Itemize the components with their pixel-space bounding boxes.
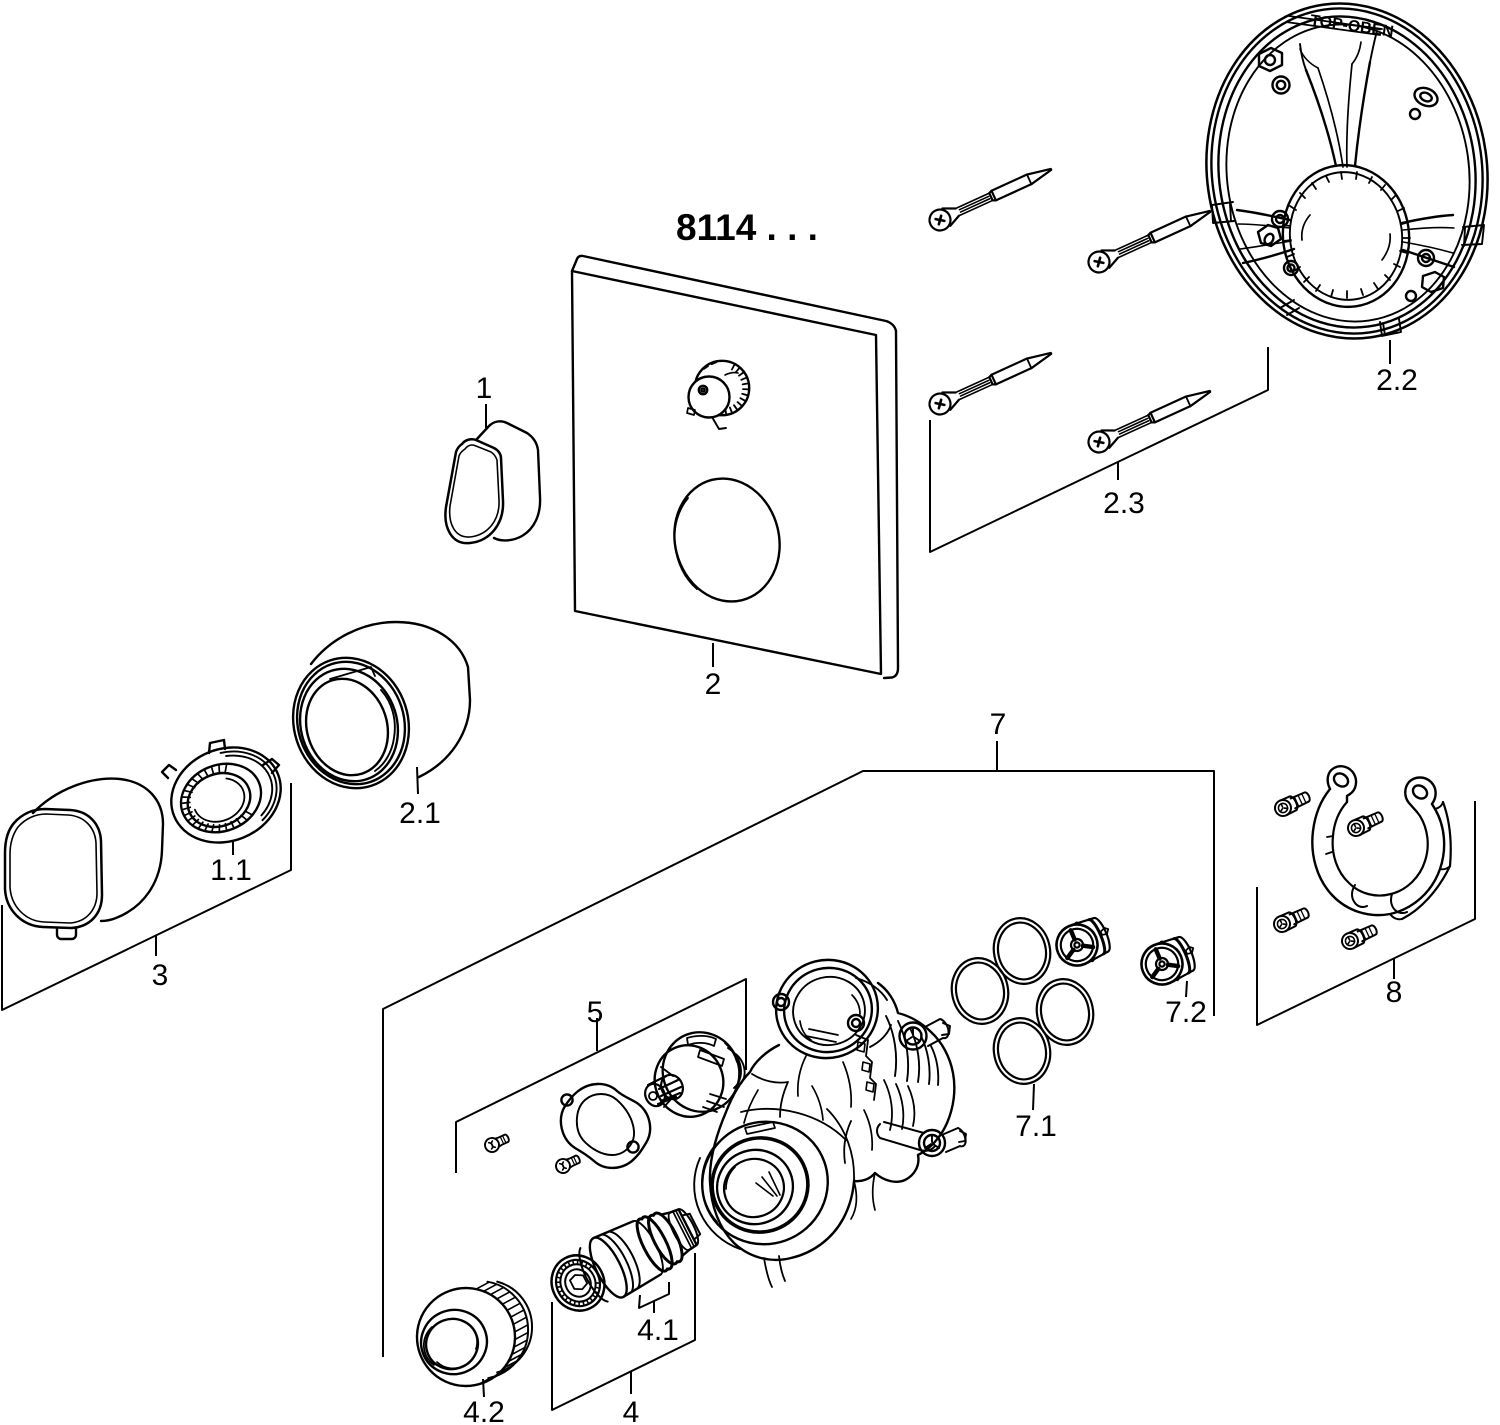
svg-text:1.1: 1.1 (210, 854, 252, 887)
svg-text:2.3: 2.3 (1103, 487, 1145, 520)
svg-text:7.2: 7.2 (1165, 996, 1207, 1029)
svg-text:1: 1 (476, 372, 493, 405)
svg-text:2.2: 2.2 (1376, 364, 1418, 397)
svg-text:4: 4 (623, 1396, 640, 1425)
svg-text:7.1: 7.1 (1015, 1110, 1057, 1143)
svg-text:2.1: 2.1 (399, 797, 441, 830)
svg-text:3: 3 (152, 959, 169, 992)
svg-text:4.1: 4.1 (637, 1314, 679, 1347)
svg-text:4.2: 4.2 (463, 1396, 505, 1425)
svg-text:5: 5 (587, 996, 604, 1029)
svg-text:7: 7 (990, 708, 1007, 741)
svg-text:2: 2 (705, 668, 722, 701)
svg-text:8114 . . .: 8114 . . . (676, 207, 818, 248)
svg-text:8: 8 (1386, 976, 1403, 1009)
